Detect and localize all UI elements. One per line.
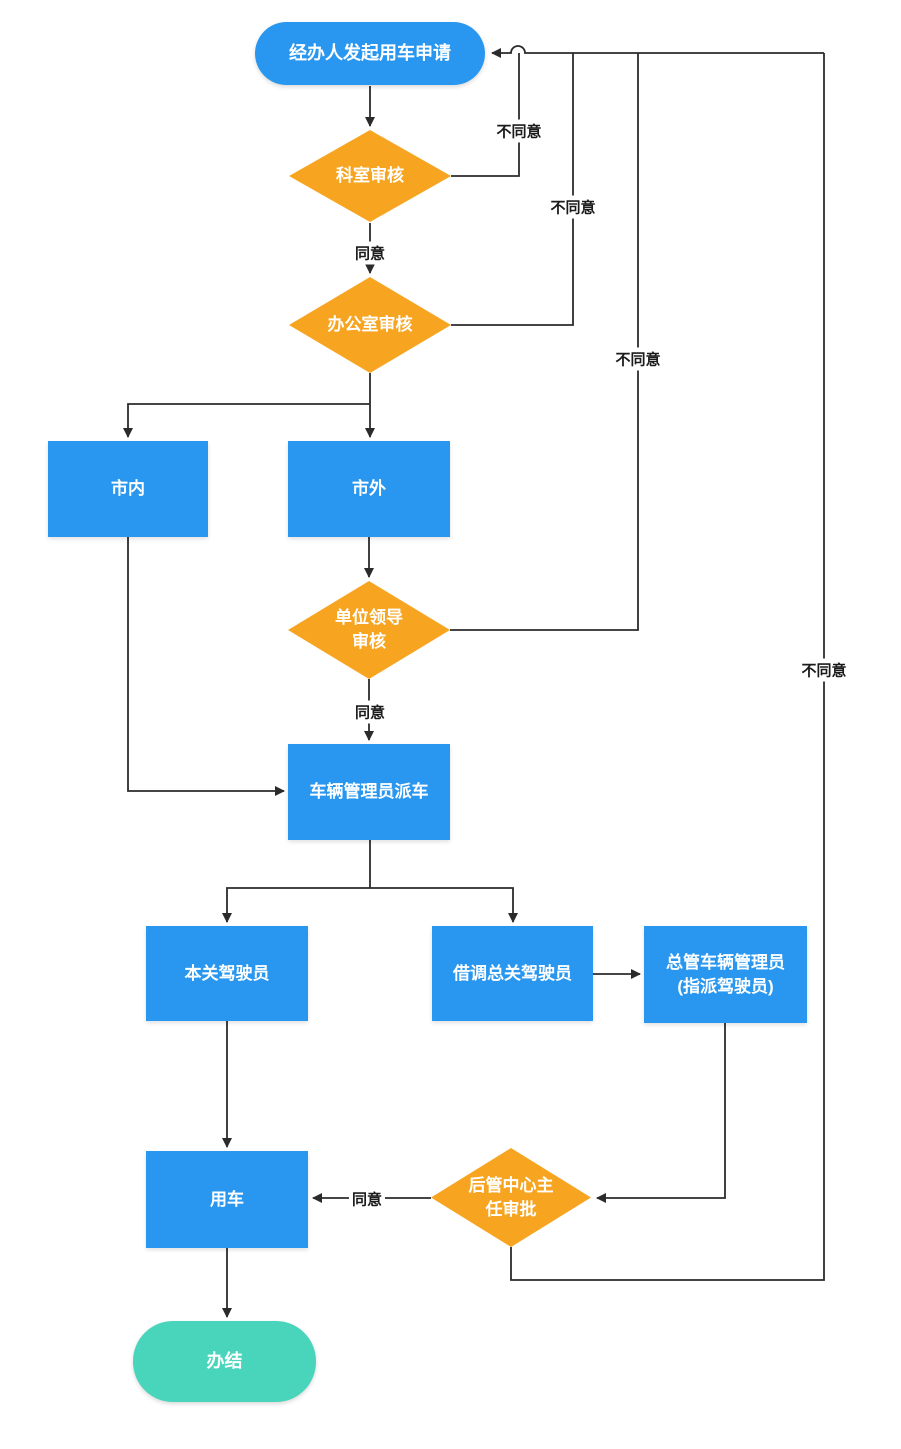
node-hq-manager: 总管车辆管理员 (指派驾驶员) — [644, 926, 807, 1023]
node-out-city: 市外 — [288, 441, 450, 537]
edge-hq-manager-to-director — [596, 1023, 726, 1203]
edge-return-to-start — [491, 45, 824, 58]
edge-dept-review-disagree — [451, 53, 520, 177]
edge-label-disagree-director: 不同意 — [798, 658, 850, 682]
node-start: 经办人发起用车申请 — [255, 22, 485, 85]
edge-leader-review-disagree — [450, 53, 639, 631]
node-dispatch: 车辆管理员派车 — [288, 744, 450, 840]
edge-split-to-borrowed-driver — [370, 887, 518, 923]
edge-director-approval-disagree — [510, 53, 825, 1281]
edge-split-to-in-city — [123, 403, 370, 438]
edge-label-agree-dept-office: 同意 — [351, 241, 389, 265]
edge-office-review-disagree — [451, 53, 574, 326]
edge-label-disagree-dept: 不同意 — [493, 119, 545, 143]
node-local-driver: 本关驾驶员 — [146, 926, 308, 1021]
edge-label-agree-director-use: 同意 — [348, 1187, 386, 1211]
edge-split-to-local-driver — [222, 887, 370, 923]
node-borrowed-driver: 借调总关驾驶员 — [432, 926, 593, 1021]
node-use-vehicle: 用车 — [146, 1151, 308, 1248]
node-end: 办结 — [133, 1321, 316, 1402]
edge-label-disagree-office: 不同意 — [547, 195, 599, 219]
node-in-city: 市内 — [48, 441, 208, 537]
edge-in-city-to-dispatch — [127, 537, 285, 796]
edge-label-agree-leader-dispatch: 同意 — [351, 700, 389, 724]
edge-label-disagree-leader: 不同意 — [612, 347, 664, 371]
